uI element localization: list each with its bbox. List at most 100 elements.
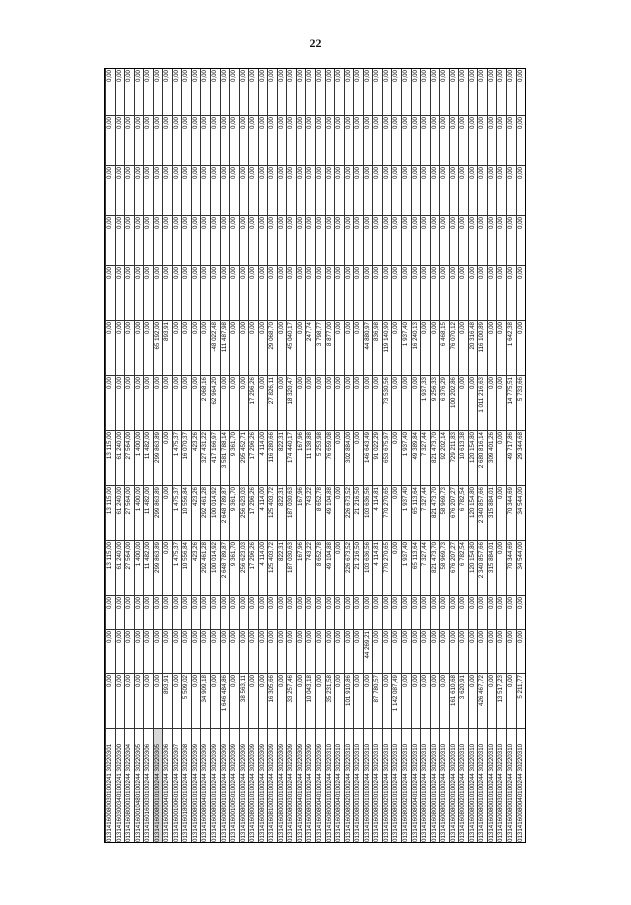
amount-cell: 0,00 xyxy=(115,673,125,729)
amount-cell: 1 011 216,63 xyxy=(477,375,488,431)
amount-cell: 5 253,98 xyxy=(315,430,326,486)
amount-cell: 821 473,70 xyxy=(430,485,440,541)
amount-cell: 426 467,72 xyxy=(477,673,488,729)
amount-cell: 0,00 xyxy=(382,115,392,166)
amount-cell: 7 327,44 xyxy=(420,540,431,596)
amount-cell: 65 113,64 xyxy=(411,540,421,596)
amount-cell: 0,00 xyxy=(353,673,364,729)
amount-cell: 0,00 xyxy=(277,265,287,321)
amount-cell: 4 114,00 xyxy=(258,430,268,486)
account-code-cell: 01314160080030100244 30220309 xyxy=(286,728,297,842)
amount-cell: 17 296,26 xyxy=(248,485,259,541)
amount-cell: 0,00 xyxy=(401,595,411,630)
amount-cell: 4 114,00 xyxy=(258,485,268,541)
amount-cell: 2 068,16 xyxy=(200,375,211,431)
amount-cell: 58 969,73 xyxy=(439,485,450,541)
amount-cell: 0,00 xyxy=(115,115,125,166)
amount-cell: 0,00 xyxy=(401,375,411,431)
amount-cell: 0,00 xyxy=(162,430,173,486)
amount-cell: 13 115,00 xyxy=(105,485,116,541)
amount-cell: 16 240,13 xyxy=(411,320,421,376)
account-code-cell: 01314160080010100244 30220310 xyxy=(420,728,431,842)
amount-cell: 0,00 xyxy=(229,595,240,630)
amount-cell: 0,00 xyxy=(353,430,364,486)
amount-cell: 0,00 xyxy=(477,69,488,116)
amount-cell: 0,00 xyxy=(506,165,517,216)
amount-cell: 0,00 xyxy=(200,320,211,376)
amount-cell: 0,00 xyxy=(191,215,201,266)
amount-cell: 0,00 xyxy=(105,265,116,321)
amount-cell: 0,00 xyxy=(258,165,268,216)
amount-cell: 6 782,54 xyxy=(458,540,469,596)
account-code-cell: 01314160090040100244 30220306 xyxy=(162,728,173,842)
amount-cell: 0,00 xyxy=(334,215,345,266)
amount-cell: 6 468,15 xyxy=(439,320,450,376)
amount-cell: 0,00 xyxy=(277,320,287,376)
amount-cell: 167,96 xyxy=(296,485,306,541)
amount-cell: 0,00 xyxy=(124,375,135,431)
amount-cell: 0,00 xyxy=(496,595,507,630)
amount-cell: 1 937,40 xyxy=(401,540,411,596)
amount-cell: 0,00 xyxy=(477,165,488,216)
amount-cell: 0,00 xyxy=(143,265,154,321)
amount-cell: 0,00 xyxy=(210,629,221,674)
amount-cell: 9 256,33 xyxy=(430,375,440,431)
account-code-cell: 01314160080010100244 30220310 xyxy=(487,728,497,842)
amount-cell: 0,00 xyxy=(296,595,306,630)
amount-cell: 0,00 xyxy=(487,595,497,630)
amount-cell: 0,00 xyxy=(143,320,154,376)
amount-cell: 44 880,97 xyxy=(363,320,373,376)
amount-cell: 0,00 xyxy=(468,69,478,116)
account-code-cell: 01314160300340100241 30220300 xyxy=(115,728,125,842)
amount-cell: 0,00 xyxy=(334,673,345,729)
amount-cell: 0,00 xyxy=(477,115,488,166)
amount-cell: 0,00 xyxy=(363,595,373,630)
amount-cell: 0,00 xyxy=(315,265,326,321)
amount-cell: 0,00 xyxy=(411,115,421,166)
amount-cell: 0,00 xyxy=(267,595,278,630)
amount-cell: 0,00 xyxy=(411,375,421,431)
amount-cell: 11 482,00 xyxy=(143,540,154,596)
amount-cell: 0,00 xyxy=(248,115,259,166)
amount-cell: 0,00 xyxy=(210,265,221,321)
amount-cell: 0,00 xyxy=(401,629,411,674)
amount-cell: 0,00 xyxy=(439,629,450,674)
amount-cell: 0,00 xyxy=(496,430,507,486)
amount-cell: 0,00 xyxy=(391,595,402,630)
amount-cell: 0,00 xyxy=(153,673,163,729)
amount-cell: 0,00 xyxy=(382,215,392,266)
amount-cell: 0,00 xyxy=(496,375,507,431)
amount-cell: 0,00 xyxy=(420,265,431,321)
amount-cell: 0,00 xyxy=(200,115,211,166)
amount-cell: 0,00 xyxy=(315,115,326,166)
amount-cell: 0,00 xyxy=(239,375,249,431)
amount-cell: 893,91 xyxy=(162,320,173,376)
amount-cell: 3 581 788,14 xyxy=(220,430,230,486)
amount-cell: 17 296,26 xyxy=(248,540,259,596)
amount-cell: 0,00 xyxy=(420,629,431,674)
amount-cell: 0,00 xyxy=(496,485,507,541)
amount-cell: 0,00 xyxy=(344,165,354,216)
amount-cell: 0,00 xyxy=(468,215,478,266)
amount-cell: 0,00 xyxy=(220,69,230,116)
amount-cell: 729 211,83 xyxy=(449,430,459,486)
amount-cell: 295 452,71 xyxy=(239,430,249,486)
amount-cell: 111 487,98 xyxy=(220,320,230,376)
amount-cell: 16 070,37 xyxy=(181,430,192,486)
amount-cell: 0,00 xyxy=(277,215,287,266)
amount-cell: 0,00 xyxy=(449,69,459,116)
amount-cell: 0,00 xyxy=(239,115,249,166)
amount-cell: 0,00 xyxy=(105,320,116,376)
amount-cell: 0,00 xyxy=(210,595,221,630)
amount-cell: 1 400,00 xyxy=(134,430,144,486)
amount-cell: 0,00 xyxy=(516,69,525,116)
amount-cell: 0,00 xyxy=(105,375,116,431)
